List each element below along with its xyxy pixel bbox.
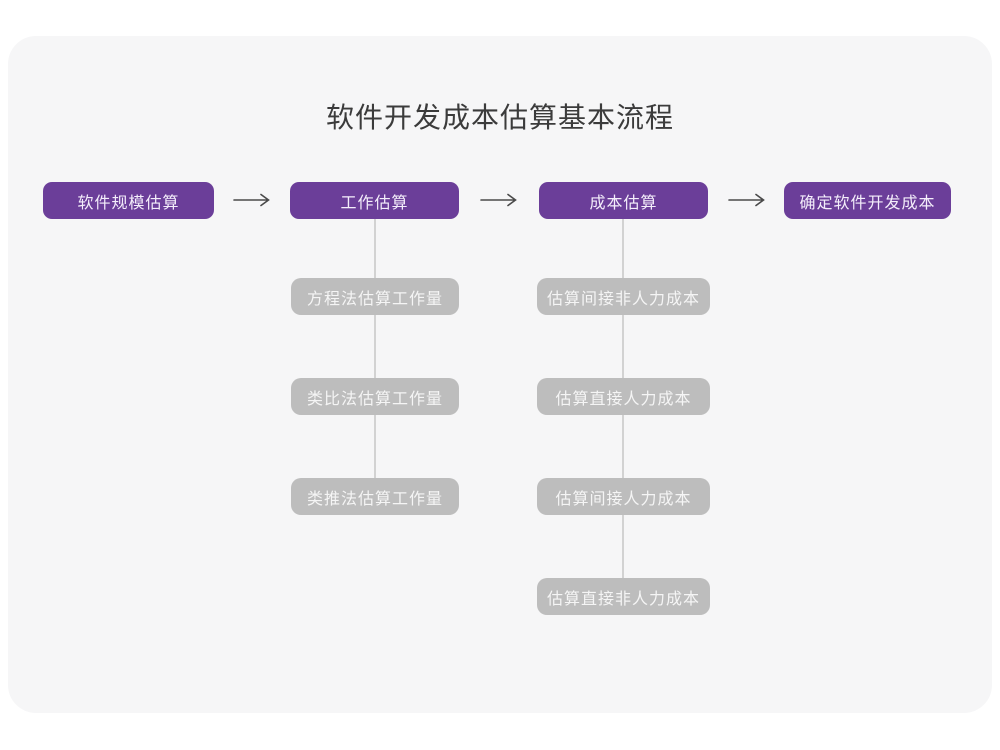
diagram-title: 软件开发成本估算基本流程 xyxy=(325,102,674,133)
step-cost-estimation: 成本估算 xyxy=(539,182,708,219)
step-determine-development-cost: 确定软件开发成本 xyxy=(784,182,951,219)
arrow-right-icon xyxy=(480,193,517,207)
arrow-right-icon xyxy=(728,193,765,207)
step-software-scale-estimation: 软件规模估算 xyxy=(43,182,214,219)
connector-work-column xyxy=(374,219,376,497)
substep-indirect-labor-cost: 估算间接人力成本 xyxy=(537,478,710,515)
arrow-right-icon xyxy=(233,193,270,207)
substep-analogy-method: 类比法估算工作量 xyxy=(291,378,459,415)
substep-direct-labor-cost: 估算直接人力成本 xyxy=(537,378,710,415)
substep-extrapolation-method: 类推法估算工作量 xyxy=(291,478,459,515)
step-work-estimation: 工作估算 xyxy=(290,182,459,219)
substep-direct-nonlabor-cost: 估算直接非人力成本 xyxy=(537,578,710,615)
substep-equation-method: 方程法估算工作量 xyxy=(291,278,459,315)
substep-indirect-nonlabor-cost: 估算间接非人力成本 xyxy=(537,278,710,315)
diagram-card xyxy=(8,36,992,713)
